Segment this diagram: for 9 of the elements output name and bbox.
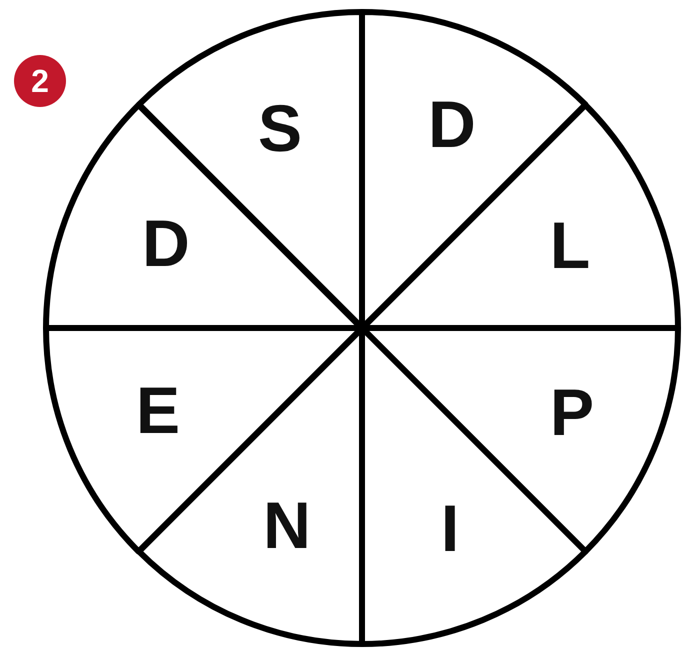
sector-letter: L	[550, 212, 590, 278]
sector-letter: S	[258, 95, 302, 161]
sector-letter: N	[263, 492, 311, 558]
sector-letter: D	[142, 210, 190, 276]
sector-letter: E	[136, 377, 180, 443]
sector-letter: P	[550, 379, 594, 445]
step-number: 2	[14, 55, 66, 107]
sector-letter: D	[428, 91, 476, 157]
sector-letter: I	[440, 495, 460, 561]
